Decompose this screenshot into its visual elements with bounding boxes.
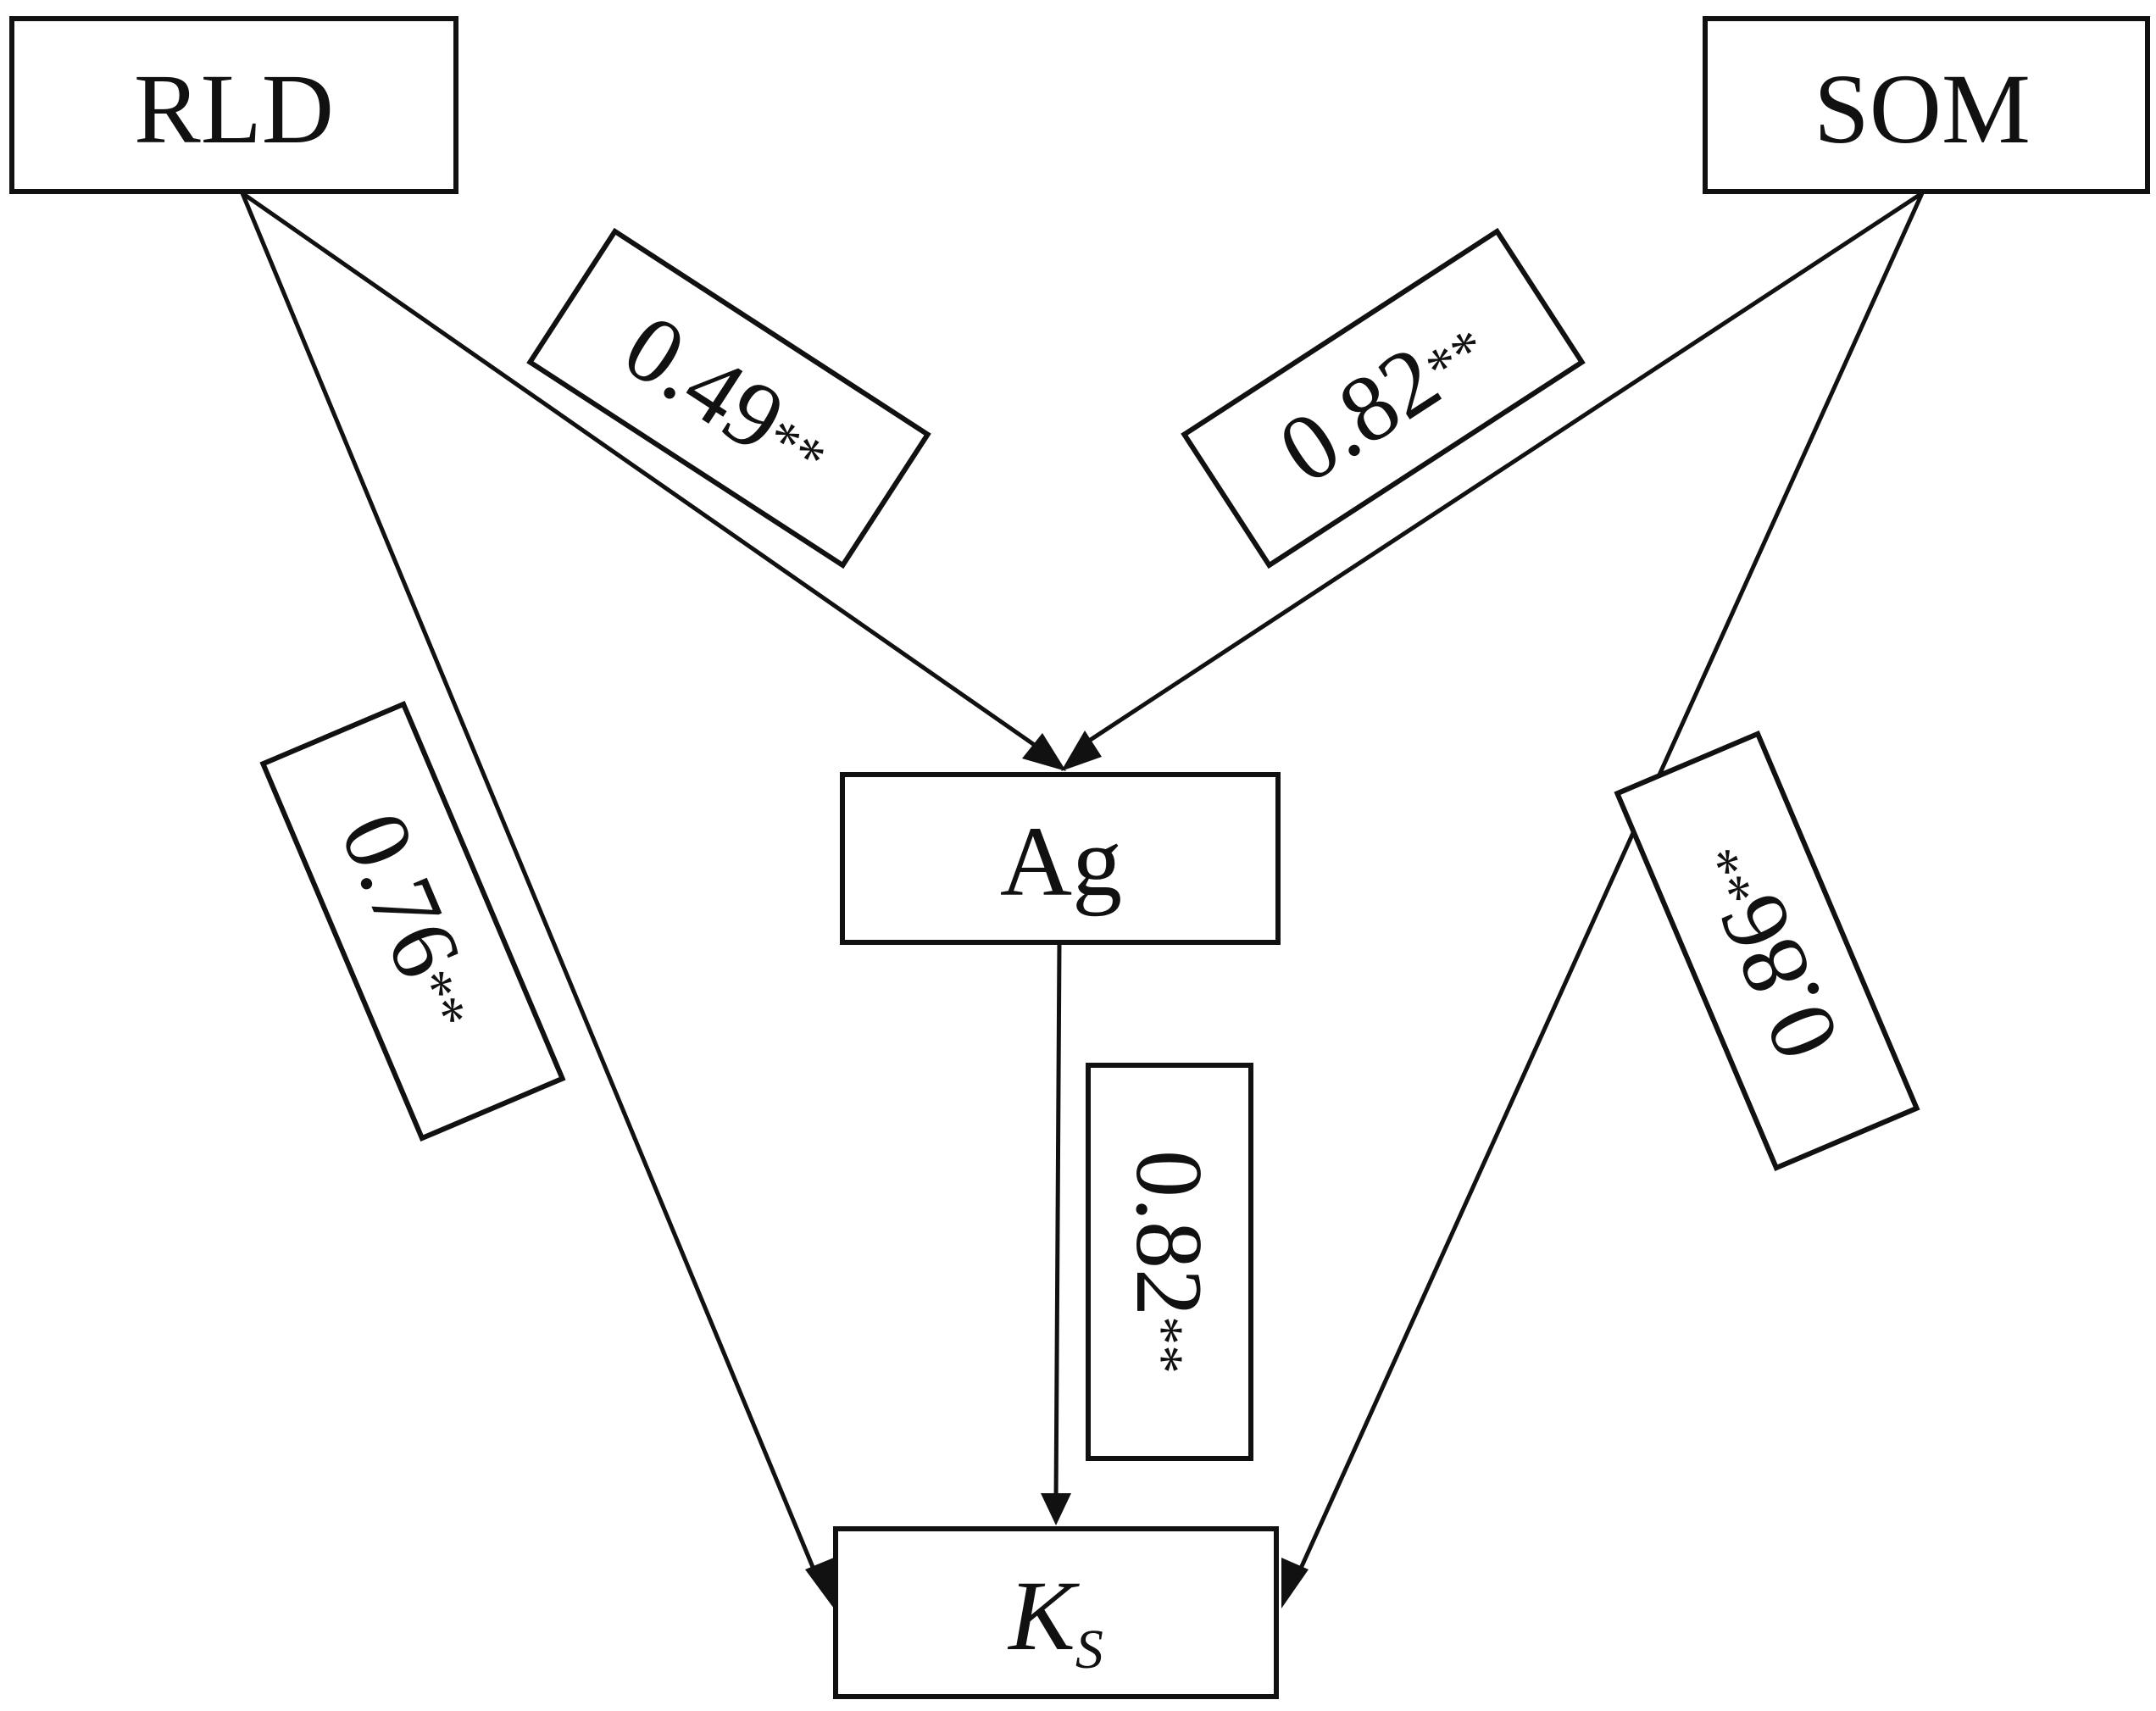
coef-som-ag-box — [1181, 227, 1586, 569]
node-ks: KS — [833, 1526, 1279, 1699]
coef-rld-ks-box — [259, 700, 566, 1142]
edge-som-ag — [1080, 191, 1924, 748]
arrowhead-rld-ag — [1022, 733, 1066, 771]
node-som-label: SOM — [1814, 53, 2031, 164]
node-ks-subscript: S — [1075, 1619, 1103, 1680]
node-rld-label: RLD — [134, 53, 334, 164]
node-ag: Ag — [840, 772, 1281, 945]
coef-rld-ag: 0.49** — [526, 227, 931, 569]
coef-som-ag: 0.82** — [1181, 227, 1586, 569]
coef-ag-ks-box — [1086, 1063, 1253, 1461]
coef-ag-ks-significance: ** — [1131, 1316, 1196, 1374]
coef-ag-ks-value: 0.82 — [1116, 1150, 1221, 1316]
edge-ag-ks — [1053, 942, 1062, 1504]
coef-rld-ag-box — [526, 227, 931, 569]
edge-rld-ks — [240, 192, 821, 1582]
node-rld: RLD — [9, 16, 458, 194]
node-som: SOM — [1703, 16, 2150, 194]
coef-ag-ks-label: 0.82** — [1116, 1150, 1221, 1374]
coef-ag-ks: 0.82** — [1086, 1063, 1253, 1461]
coef-som-ks: 0.86** — [1614, 730, 1920, 1172]
node-ks-box — [833, 1526, 1279, 1699]
node-ag-label: Ag — [1000, 806, 1122, 917]
edges — [240, 191, 1925, 1608]
node-som-box — [1703, 16, 2150, 194]
arrowhead-som-ag — [1061, 731, 1102, 771]
coef-som-ks-box — [1614, 730, 1920, 1172]
node-ag-box — [840, 772, 1281, 945]
coef-rld-ks: 0.76** — [259, 700, 566, 1142]
node-rld-box — [9, 16, 458, 194]
node-ks-label: KS — [1007, 1560, 1103, 1680]
arrowhead-ag-ks — [1041, 1493, 1071, 1525]
edge-rld-ag — [241, 191, 1037, 748]
arrowhead-som-ks — [1281, 1558, 1309, 1608]
arrowhead-rld-ks — [805, 1558, 834, 1608]
node-ks-main: K — [1007, 1560, 1080, 1671]
edge-som-ks — [1292, 192, 1925, 1583]
